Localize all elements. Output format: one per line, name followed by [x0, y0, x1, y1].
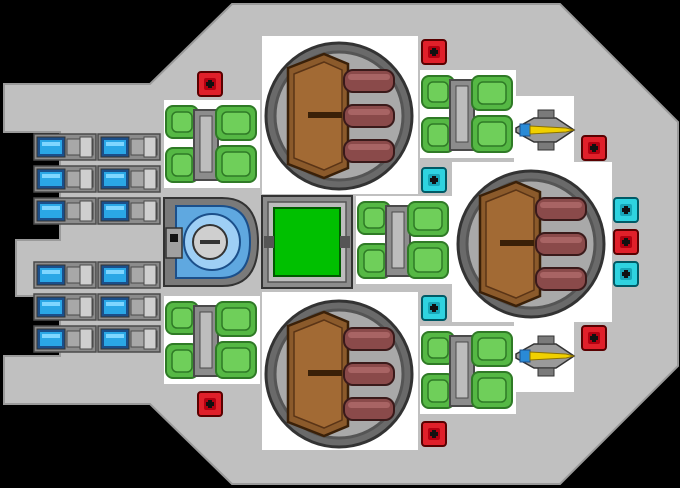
thruster-icon[interactable]	[97, 293, 161, 321]
thruster-icon[interactable]	[97, 133, 161, 161]
thruster-icon[interactable]	[33, 165, 97, 193]
pipe-module-center[interactable]	[355, 195, 453, 285]
turret-reactor-icon[interactable]	[264, 299, 414, 449]
thruster-icon[interactable]	[97, 165, 161, 193]
thruster-icon[interactable]	[33, 261, 97, 289]
hardpoint-icon[interactable]	[421, 167, 447, 193]
thruster-icon[interactable]	[33, 197, 97, 225]
thruster-icon[interactable]	[97, 261, 161, 289]
thruster-icon[interactable]	[33, 325, 97, 353]
power-core-icon[interactable]	[261, 195, 353, 289]
hardpoint-icon[interactable]	[613, 261, 639, 287]
hardpoint-icon[interactable]	[581, 135, 607, 161]
pipe-module-lower-right[interactable]	[419, 325, 517, 415]
pipe-module-upper-right[interactable]	[419, 69, 517, 159]
hardpoint-icon[interactable]	[421, 421, 447, 447]
hardpoint-icon[interactable]	[197, 391, 223, 417]
hardpoint-icon[interactable]	[421, 295, 447, 321]
pipe-module-lower-left[interactable]	[163, 295, 261, 385]
thruster-icon[interactable]	[33, 293, 97, 321]
hardpoint-icon[interactable]	[421, 39, 447, 65]
hardpoint-icon[interactable]	[613, 229, 639, 255]
hardpoint-icon[interactable]	[613, 197, 639, 223]
hardpoint-icon[interactable]	[197, 71, 223, 97]
pipe-module-upper-left[interactable]	[163, 99, 261, 189]
hardpoint-icon[interactable]	[581, 325, 607, 351]
turret-reactor-icon[interactable]	[264, 41, 414, 191]
thruster-icon[interactable]	[97, 197, 161, 225]
thruster-icon[interactable]	[33, 133, 97, 161]
turret-reactor-icon[interactable]	[456, 169, 606, 319]
shield-generator-icon[interactable]	[163, 197, 260, 287]
thruster-icon[interactable]	[97, 325, 161, 353]
